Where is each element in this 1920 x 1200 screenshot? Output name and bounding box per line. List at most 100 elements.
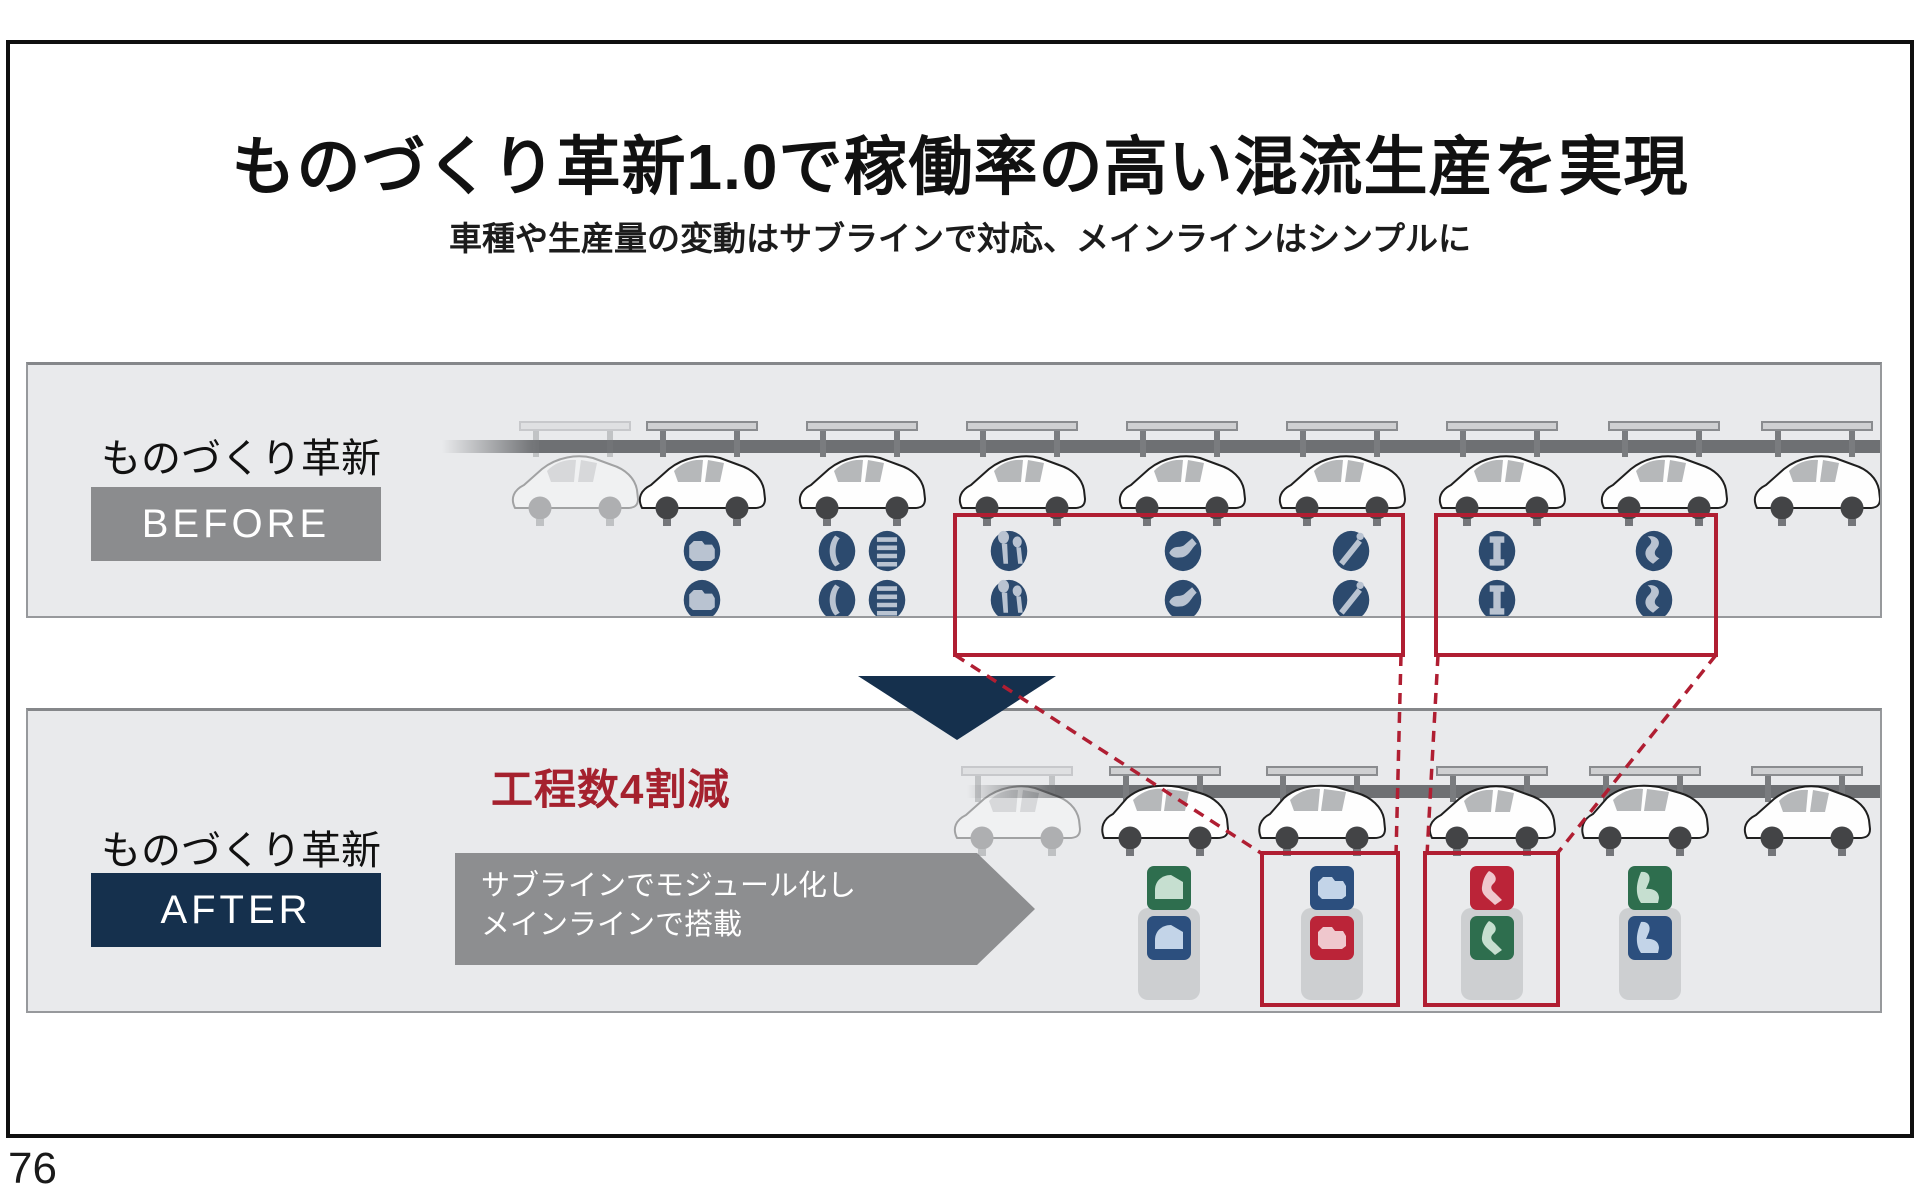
car-body-graphic <box>958 455 1086 526</box>
module-icon-susp <box>1470 866 1514 910</box>
trolley-post <box>1460 431 1466 457</box>
car-body-graphic <box>1743 785 1871 856</box>
trolley-post <box>1450 776 1456 802</box>
trolley-post <box>1054 431 1060 457</box>
car-body-graphic <box>638 455 766 526</box>
part-icon-spring <box>868 530 906 572</box>
module-icon-door <box>1147 866 1191 910</box>
pallet-icon-door <box>1147 916 1191 960</box>
part-icon-engine <box>683 579 721 616</box>
part-icon-harness <box>1635 579 1673 616</box>
trolley-bar <box>806 421 918 431</box>
trolley-bar <box>1266 766 1378 776</box>
part-icon-pedal <box>990 530 1028 572</box>
part-icon-harness <box>1635 530 1673 572</box>
car-body-graphic <box>953 785 1081 856</box>
trolley-post <box>1280 776 1286 802</box>
trolley-post <box>533 431 539 457</box>
trolley-bar <box>1126 421 1238 431</box>
after-panel: ものづくり革新 AFTER 工程数4割減 サブラインでモジュール化し メインライ… <box>26 708 1882 1013</box>
trolley-bar <box>1608 421 1720 431</box>
hanging-car <box>1749 421 1880 529</box>
trolley-post <box>820 431 826 457</box>
page-title: ものづくり革新1.0で稼働率の高い混流生産を実現 <box>231 131 1689 203</box>
car-body-graphic <box>511 455 639 526</box>
trolley-post <box>894 431 900 457</box>
before-panel: ものづくり革新 BEFORE <box>26 362 1882 618</box>
before-badge: BEFORE <box>91 487 381 561</box>
car-body-graphic <box>1753 455 1880 526</box>
trolley-post <box>1354 776 1360 802</box>
trolley-post <box>1214 431 1220 457</box>
trolley-bar <box>1446 421 1558 431</box>
trolley-post <box>1374 431 1380 457</box>
trolley-bar <box>1761 421 1873 431</box>
page-subtitle: 車種や生産量の変動はサブラインで対応、メインラインはシンプルに <box>448 220 1471 257</box>
before-line-label: ものづくり革新 <box>101 437 381 481</box>
trolley-bar <box>961 766 1073 776</box>
part-icon-pedal <box>990 579 1028 616</box>
trolley-post <box>1849 431 1855 457</box>
trolley-post <box>1765 776 1771 802</box>
pallet-icon-engine <box>1310 916 1354 960</box>
part-icon-bracket <box>1478 530 1516 572</box>
trolley-bar <box>1109 766 1221 776</box>
trolley-bar <box>1751 766 1863 776</box>
hanging-car-faded <box>507 421 643 529</box>
car-body-graphic <box>1258 784 1386 856</box>
hanging-car <box>1596 421 1732 529</box>
part-icon-engine <box>683 530 721 572</box>
trolley-bar <box>1286 421 1398 431</box>
hanging-car-faded <box>949 766 1085 859</box>
trolley-post <box>1524 776 1530 802</box>
trolley-post <box>1534 431 1540 457</box>
part-icon-wire <box>1332 579 1370 616</box>
car-body-graphic <box>1278 455 1406 526</box>
trolley-bar <box>1589 766 1701 776</box>
page-number: 76 <box>8 1144 57 1193</box>
hanging-car <box>794 421 930 529</box>
hanging-car <box>1114 421 1250 529</box>
hanging-car <box>1424 766 1560 859</box>
car-body-graphic <box>1118 455 1246 526</box>
process-reduction-label: 工程数4割減 <box>491 766 731 813</box>
hanging-car <box>1274 421 1410 529</box>
hanging-car <box>1577 766 1713 859</box>
callout-line-1: サブラインでモジュール化し <box>481 870 856 902</box>
pallet-icon-seat <box>1628 916 1672 960</box>
trolley-post <box>1839 776 1845 802</box>
part-icon-seal <box>818 530 856 572</box>
trolley-post <box>1140 431 1146 457</box>
part-icon-spring <box>868 579 906 616</box>
hanging-car <box>1434 421 1570 529</box>
trolley-post <box>1300 431 1306 457</box>
trolley-bar <box>646 421 758 431</box>
trolley-bar <box>1436 766 1548 776</box>
part-icon-seal <box>818 579 856 616</box>
hanging-car <box>1739 766 1875 859</box>
car-body-graphic <box>1428 785 1556 856</box>
subline-callout-arrow: サブラインでモジュール化し メインラインで搭載 <box>455 853 1035 965</box>
part-icon-muffler <box>1164 579 1202 616</box>
hanging-car <box>954 421 1090 529</box>
trolley-bar <box>519 421 631 431</box>
trolley-post <box>980 431 986 457</box>
car-body-graphic <box>1101 784 1229 856</box>
hanging-car <box>634 421 770 529</box>
part-icon-bracket <box>1478 579 1516 616</box>
hanging-car <box>1254 766 1390 859</box>
part-icon-muffler <box>1164 530 1202 572</box>
trolley-post <box>1775 431 1781 457</box>
pallet-icon-susp <box>1470 916 1514 960</box>
trolley-bar <box>966 421 1078 431</box>
trolley-post <box>660 431 666 457</box>
trolley-post <box>607 431 613 457</box>
trolley-post <box>734 431 740 457</box>
car-body-graphic <box>1438 455 1566 526</box>
car-body-graphic <box>1600 455 1728 526</box>
conveyor-rail <box>442 440 1880 453</box>
car-body-graphic <box>1581 784 1709 856</box>
trolley-post <box>1696 431 1702 457</box>
module-icon-seat <box>1628 866 1672 910</box>
